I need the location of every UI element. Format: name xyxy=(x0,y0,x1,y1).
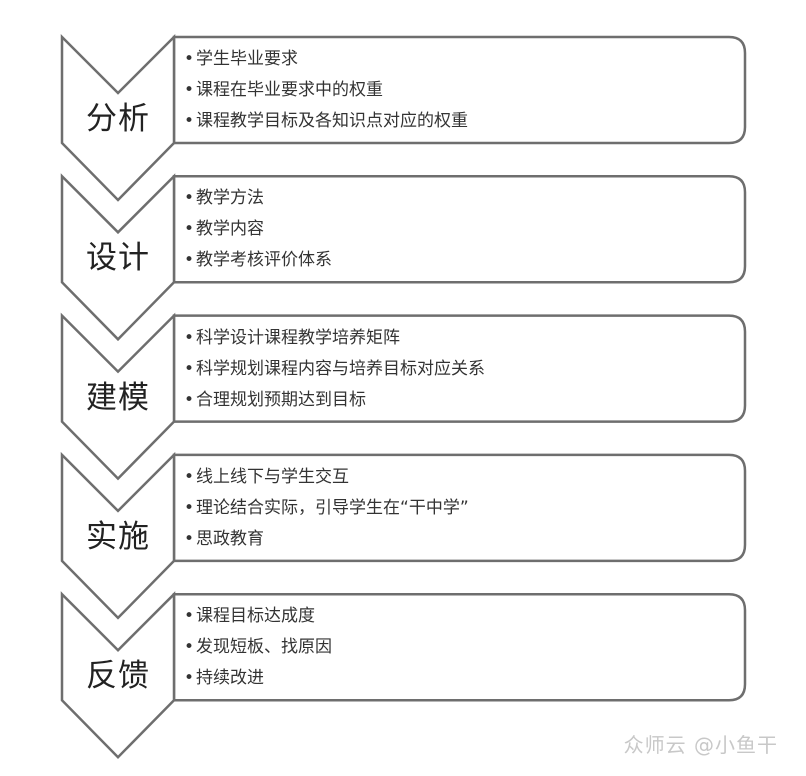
step-items: 科学设计课程教学培养矩阵 科学规划课程内容与培养目标对应关系 合理规划预期达到目… xyxy=(184,323,485,416)
watermark: 众师云 @小鱼干 xyxy=(623,733,778,757)
list-item: 发现短板、找原因 xyxy=(184,632,332,663)
list-item: 科学设计课程教学培养矩阵 xyxy=(184,323,485,354)
step-label: 实施 xyxy=(86,519,150,555)
step-items: 学生毕业要求 课程在毕业要求中的权重 课程教学目标及各知识点对应的权重 xyxy=(184,44,468,137)
list-item: 学生毕业要求 xyxy=(184,44,468,75)
step-label: 反馈 xyxy=(86,658,150,694)
list-item: 科学规划课程内容与培养目标对应关系 xyxy=(184,354,485,385)
list-item: 线上线下与学生交互 xyxy=(184,462,469,493)
step-label: 分析 xyxy=(86,101,150,137)
chevron-arrow-icon xyxy=(60,312,176,481)
list-item: 课程在毕业要求中的权重 xyxy=(184,75,468,106)
list-item: 教学内容 xyxy=(184,214,332,245)
step-items: 教学方法 教学内容 教学考核评价体系 xyxy=(184,183,332,276)
list-item: 课程目标达成度 xyxy=(184,601,332,632)
chevron-arrow-icon xyxy=(60,33,176,202)
list-item: 合理规划预期达到目标 xyxy=(184,385,485,416)
list-item: 教学考核评价体系 xyxy=(184,245,332,276)
list-item: 思政教育 xyxy=(184,524,469,555)
chevron-arrow-icon xyxy=(60,591,176,759)
chevron-arrow-icon xyxy=(60,173,176,342)
step-label: 设计 xyxy=(86,240,150,276)
step-items: 线上线下与学生交互 理论结合实际，引导学生在“干中学” 思政教育 xyxy=(184,462,469,555)
chevron-arrow-icon xyxy=(60,451,176,620)
step-items: 课程目标达成度 发现短板、找原因 持续改进 xyxy=(184,601,332,694)
list-item: 持续改进 xyxy=(184,663,332,694)
list-item: 教学方法 xyxy=(184,183,332,214)
list-item: 理论结合实际，引导学生在“干中学” xyxy=(184,493,469,524)
step-label: 建模 xyxy=(86,380,150,416)
list-item: 课程教学目标及各知识点对应的权重 xyxy=(184,106,468,137)
